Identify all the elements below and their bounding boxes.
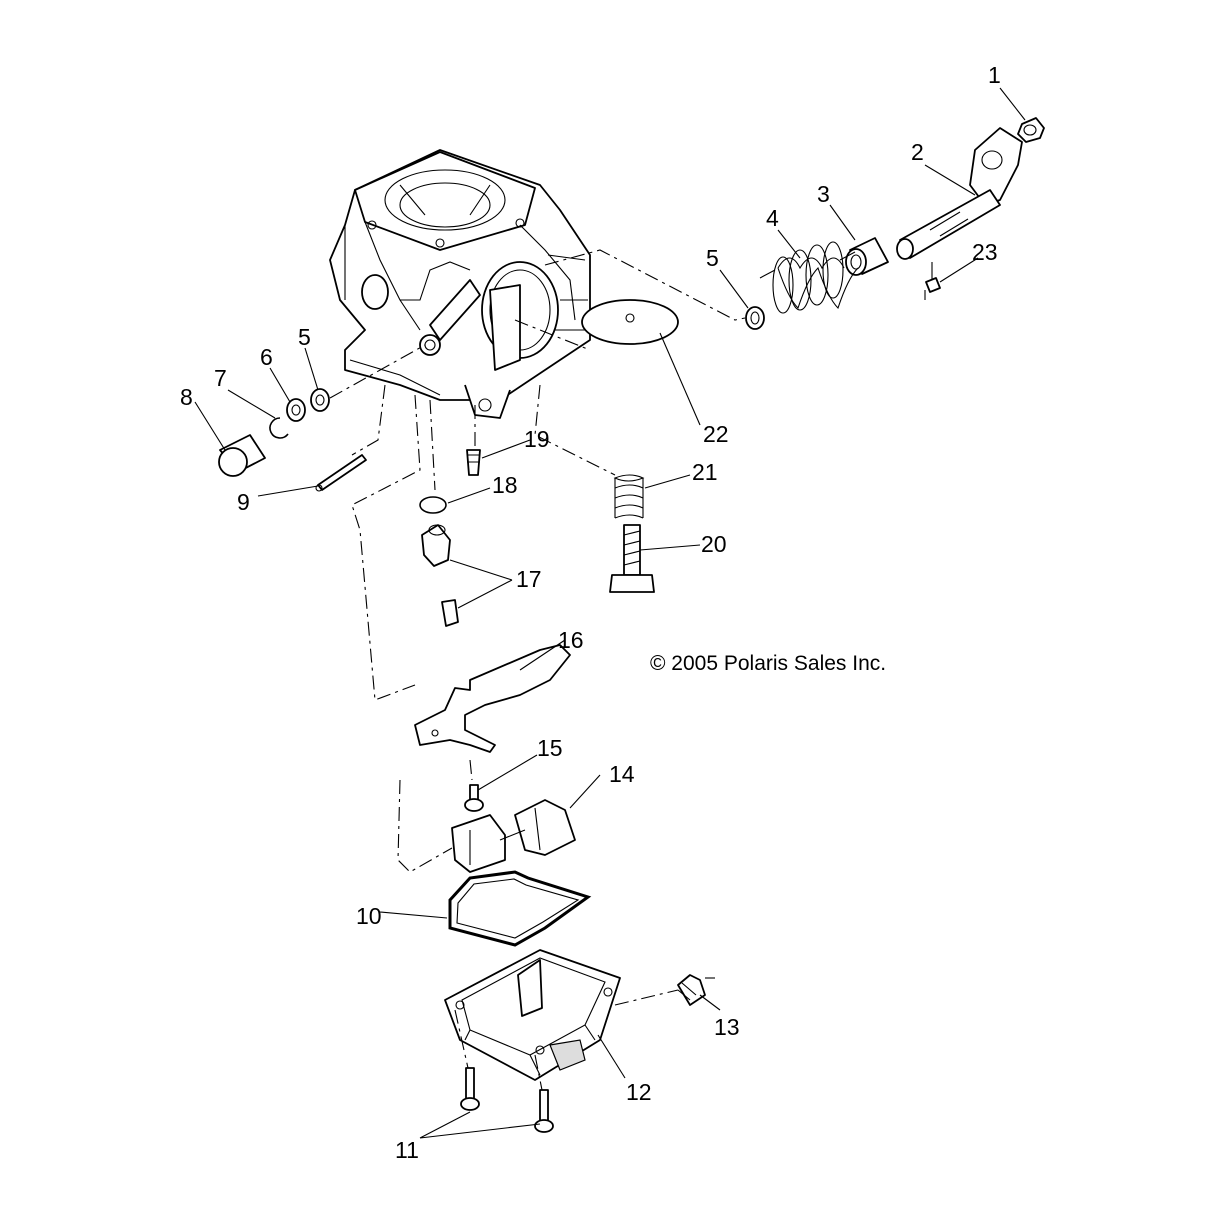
part-11-screws [460,1067,554,1133]
callout-16: 16 [558,627,584,653]
callout-23: 23 [972,239,998,265]
part-21-spring [613,474,645,519]
callout-19: 19 [524,426,550,452]
part-15-screw [464,784,484,812]
callout-15: 15 [537,735,563,761]
callout-10: 10 [356,903,382,929]
part-10-gasket [448,870,592,947]
part-6-washer [286,398,306,422]
part-8-cap [218,434,266,477]
callout-5-right: 5 [706,245,719,271]
callout-11: 11 [395,1137,419,1163]
callout-18: 18 [492,472,518,498]
callout-21: 21 [692,459,718,485]
callout-9: 9 [237,489,250,515]
callouts: 1 2 3 4 5 23 5 6 7 8 9 22 19 18 21 20 17… [180,62,1001,1163]
assembly-lines [329,249,926,1091]
callout-5-left: 5 [298,324,311,350]
part-23-screw [925,262,941,293]
callout-3: 3 [817,181,830,207]
callout-1: 1 [988,62,1001,88]
part-4-throttle-spring [759,241,859,314]
callout-8: 8 [180,384,193,410]
part-14-float [451,799,576,873]
part-20-idle-screw [609,524,655,593]
part-9-pin [315,454,367,492]
part-12-float-bowl [444,949,621,1081]
copyright-text: © 2005 Polaris Sales Inc. [650,652,886,675]
callout-13: 13 [714,1014,740,1040]
part-16-float-arm [414,644,571,753]
part-1-nut [1017,117,1045,143]
leader-lines [194,87,1026,1139]
callout-20: 20 [701,531,727,557]
callout-6: 6 [260,344,273,370]
part-3-bushing [845,237,889,276]
callout-4: 4 [766,205,779,231]
part-2-throttle-shaft [896,127,1023,260]
callout-22: 22 [703,421,729,447]
callout-17: 17 [516,566,542,592]
part-5-seal-right [745,306,765,330]
part-22-diaphragm [581,299,679,345]
callout-2: 2 [911,139,924,165]
callout-7: 7 [214,365,227,391]
part-13-drain-screw [677,974,706,1006]
part-7-e-clip [269,417,289,439]
part-17-needle-valve [421,524,459,627]
part-18-o-ring [419,496,447,514]
callout-12: 12 [626,1079,652,1105]
part-19-pilot-jet [466,449,481,476]
part-5-seal-left [310,388,330,412]
callout-14: 14 [609,761,635,787]
carburetor-body [329,149,591,419]
